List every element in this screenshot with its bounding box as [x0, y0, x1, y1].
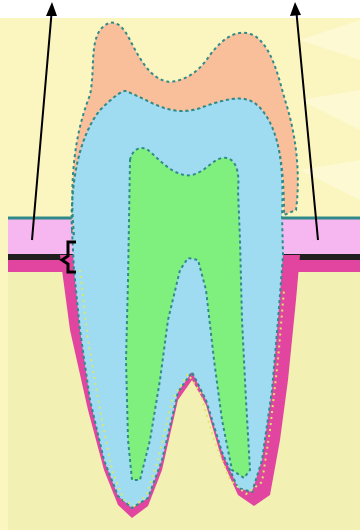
tooth-diagram	[0, 0, 360, 530]
